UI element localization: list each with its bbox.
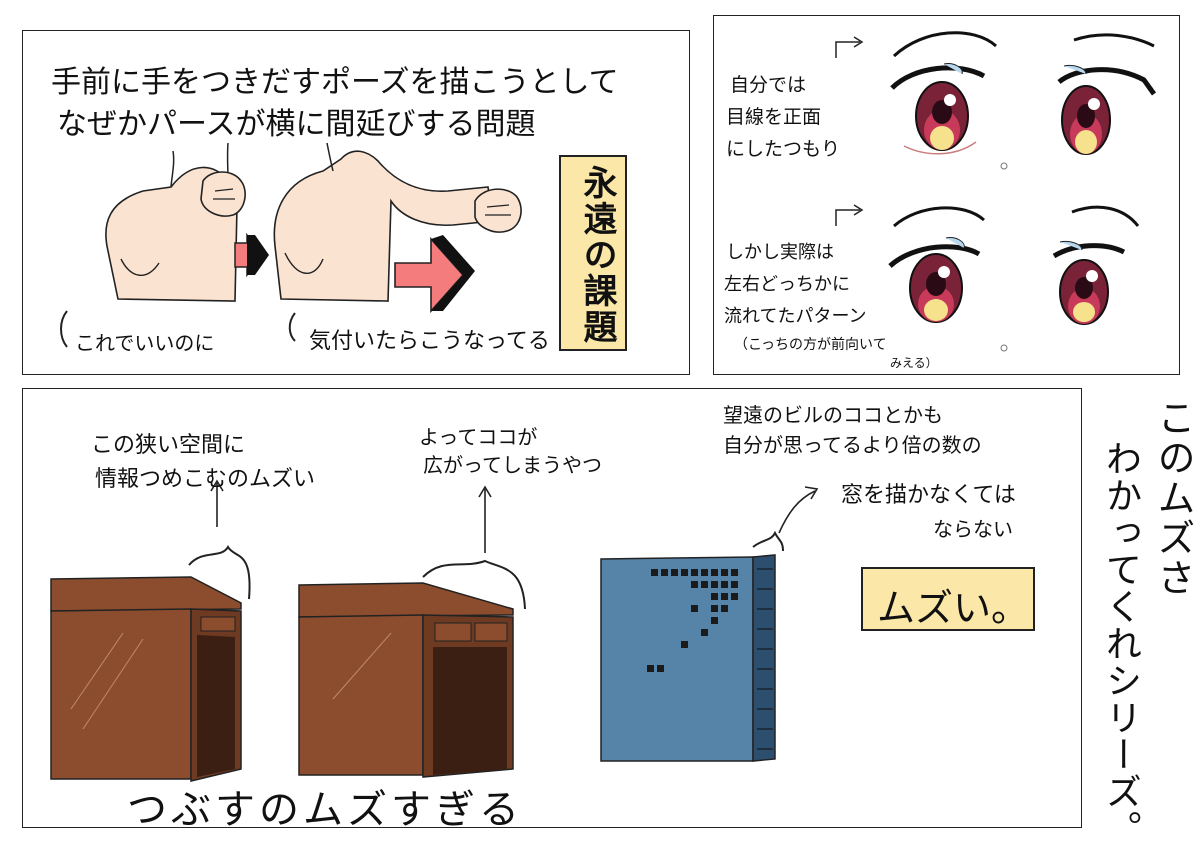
eyes-top-right bbox=[1057, 33, 1157, 155]
fist-left bbox=[200, 171, 246, 217]
fist-right bbox=[474, 188, 522, 233]
note-building-l4: ならない bbox=[933, 517, 1013, 541]
note-bottom-l5: みえる） bbox=[890, 356, 938, 370]
note-bottom-l1: しかし実際は bbox=[726, 242, 834, 263]
difficult-label-text: ムズい。 bbox=[877, 586, 1030, 630]
torso-right bbox=[273, 150, 494, 302]
caption-this-is-fine: これでいいのに bbox=[75, 331, 215, 355]
furniture-building-illustration bbox=[50, 479, 819, 782]
panel-compression: この狭い空間に 情報つめこむのムズい よってココが 広がってしまうやつ 望遠のビ… bbox=[22, 388, 1082, 833]
eternal-challenge-text: 永遠の課題 bbox=[577, 165, 617, 345]
panel1-title-line1: 手前に手をつきだすポーズを描こうとして bbox=[51, 65, 619, 100]
eyes-bottom-left bbox=[888, 206, 986, 323]
note-widen-l1: よってココが bbox=[419, 425, 538, 449]
panel-pose-problem: 手前に手をつきだすポーズを描こうとして なぜかパースが横に間延びする問題 これで… bbox=[22, 30, 690, 375]
desk-left bbox=[50, 576, 242, 782]
note-top-l2: 目線を正面 bbox=[726, 106, 822, 128]
panel-eye-direction: 自分では 目線を正面 にしたつもり しかし実際は 左右どっちかに 流れてたパター… bbox=[713, 15, 1180, 375]
panel1-title-line2: なぜかパースが横に間延びする問題 bbox=[57, 107, 536, 142]
building bbox=[600, 554, 776, 762]
pose-illustration bbox=[60, 142, 522, 348]
torso-left-chest bbox=[120, 258, 160, 276]
note-building-l3: 窓を描かなくては bbox=[841, 483, 1016, 508]
side-caption-col2: わかってくれシリーズ。 bbox=[1100, 440, 1141, 847]
eternal-challenge-label: 永遠の課題 bbox=[559, 155, 627, 351]
note-widen-l2: 広がってしまうやつ bbox=[423, 453, 602, 477]
note-top-l1: 自分では bbox=[730, 74, 807, 96]
eyes-top-left bbox=[890, 31, 998, 155]
caption-this-happens: 気付いたらこうなってる bbox=[309, 329, 550, 354]
side-caption-col1: このムズさ bbox=[1151, 398, 1195, 598]
note-building-l2: 自分が思ってるより倍の数の bbox=[723, 433, 982, 457]
eyes-bottom-right bbox=[1052, 205, 1140, 325]
note-top-l3: にしたつもり bbox=[726, 138, 841, 160]
note-narrow-l1: この狭い空間に bbox=[91, 433, 246, 458]
difficult-label: ムズい。 bbox=[861, 567, 1035, 631]
caption-compress-hard: つぶすのムズすぎる bbox=[127, 787, 523, 833]
note-narrow-l2: 情報つめこむのムズい bbox=[95, 467, 316, 492]
note-bottom-l4: （こっちの方が前向いて bbox=[734, 337, 887, 353]
note-bottom-l2: 左右どっちかに bbox=[724, 274, 850, 295]
desk-right bbox=[298, 582, 514, 778]
note-building-l1: 望遠のビルのココとかも bbox=[723, 403, 943, 427]
eye-illustration bbox=[835, 31, 1157, 352]
note-bottom-l3: 流れてたパターン bbox=[724, 306, 867, 327]
